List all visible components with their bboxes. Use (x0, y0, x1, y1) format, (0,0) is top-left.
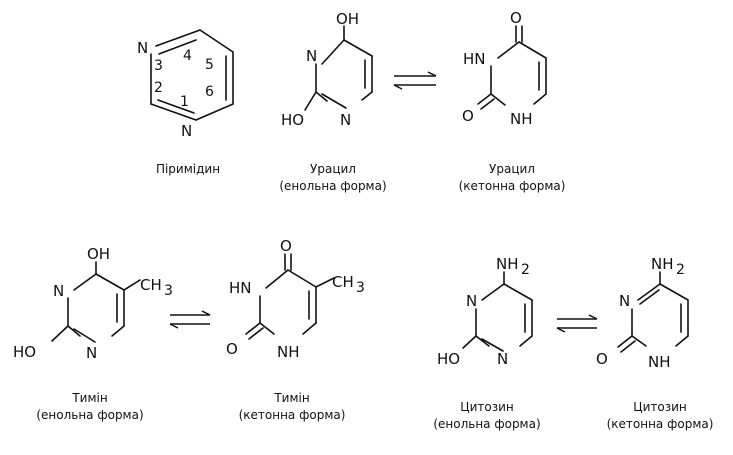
thymine-keto-o4-label: O (280, 237, 292, 255)
cytosine-keto-bonds (617, 271, 689, 353)
pyrimidine-position-4: 4 (183, 48, 192, 64)
uracil-keto-bonds (477, 25, 547, 110)
uracil-enol-oh-label: OH (336, 10, 359, 28)
cytosine-enol-caption-form: (енольна форма) (433, 417, 540, 431)
cytosine-enol-nh-subscript: 2 (521, 262, 530, 278)
cytosine-enol-ho-label: HO (437, 350, 460, 368)
pyrimidine-position-6: 6 (205, 84, 214, 100)
thymine-keto-caption-name: Тимін (273, 391, 309, 405)
pyrimidine-position-2: 2 (154, 80, 163, 96)
pyrimidine-caption: Піримідин (156, 162, 220, 176)
uracil-enol-caption-form: (енольна форма) (279, 179, 386, 193)
cytosine-enol-n3-label: N (466, 292, 477, 310)
cytosine-enol-bonds (462, 271, 533, 352)
uracil-equilibrium-arrows (393, 71, 437, 90)
uracil-enol-bonds (304, 25, 373, 111)
thymine-keto-caption-form: (кетонна форма) (239, 408, 346, 422)
thymine-enol-caption-form: (енольна форма) (36, 408, 143, 422)
cytosine-keto-nh-label: NH (651, 255, 674, 273)
uracil-keto-structure: O HN O NH Урацил (кетонна форма) (459, 9, 566, 193)
uracil-enol-n3-label: N (306, 47, 317, 65)
thymine-enol-n3-label: N (53, 282, 64, 300)
pyrimidine-position-5: 5 (205, 57, 214, 73)
thymine-enol-bonds (51, 261, 141, 343)
cytosine-keto-n3-label: N (619, 292, 630, 310)
thymine-enol-ch-subscript: 3 (164, 283, 173, 299)
thymine-enol-ch-label: CH (140, 276, 162, 294)
thymine-enol-ho-label: HO (13, 343, 36, 361)
cytosine-keto-o2-label: O (596, 350, 608, 368)
thymine-enol-structure: OH N CH 3 HO N Тимін (енольна форма) (13, 245, 173, 422)
cytosine-keto-nh1-label: NH (648, 353, 671, 371)
pyrimidine-bonds (150, 29, 234, 121)
thymine-keto-nh-label: NH (277, 343, 300, 361)
cytosine-enol-caption-name: Цитозин (460, 400, 513, 414)
cytosine-enol-structure: NH 2 N HO N Цитозин (енольна форма) (433, 255, 540, 431)
uracil-keto-caption-form: (кетонна форма) (459, 179, 566, 193)
pyrimidine-n1-label: N (181, 122, 192, 140)
uracil-enol-structure: OH N HO N Урацил (енольна форма) (279, 10, 386, 193)
thymine-keto-bonds (245, 253, 335, 340)
cytosine-keto-caption-name: Цитозин (633, 400, 686, 414)
uracil-enol-n1-label: N (340, 111, 351, 129)
thymine-keto-o2-label: O (226, 340, 238, 358)
cytosine-enol-nh-label: NH (496, 255, 519, 273)
thymine-enol-oh-label: OH (87, 245, 110, 263)
cytosine-equilibrium-arrows (556, 314, 598, 333)
uracil-keto-hn-label: HN (463, 50, 486, 68)
thymine-enol-n1-label: N (86, 344, 97, 362)
cytosine-keto-structure: NH 2 N O NH Цитозин (кетонна форма) (596, 255, 713, 431)
thymine-keto-ch-label: CH (332, 273, 354, 291)
pyrimidine-structure: N N 3 4 5 2 1 6 Піримідин (137, 29, 234, 176)
uracil-keto-nh-label: NH (510, 110, 533, 128)
cytosine-enol-n1-label: N (497, 350, 508, 368)
thymine-keto-hn-label: HN (229, 279, 252, 297)
pyrimidine-position-3: 3 (154, 58, 163, 74)
thymine-equilibrium-arrows (169, 310, 211, 329)
cytosine-keto-nh-subscript: 2 (676, 262, 685, 278)
thymine-keto-structure: O HN CH 3 O NH Тимін (кетонна форма) (226, 237, 365, 422)
thymine-keto-ch-subscript: 3 (356, 280, 365, 296)
uracil-keto-o4-label: O (510, 9, 522, 27)
uracil-enol-caption-name: Урацил (310, 162, 356, 176)
thymine-enol-caption-name: Тимін (71, 391, 107, 405)
pyrimidine-position-1: 1 (180, 94, 189, 110)
uracil-enol-ho-label: HO (281, 111, 304, 129)
uracil-keto-o2-label: O (462, 107, 474, 125)
cytosine-keto-caption-form: (кетонна форма) (607, 417, 714, 431)
uracil-keto-caption-name: Урацил (489, 162, 535, 176)
pyrimidine-n3-label: N (137, 39, 148, 57)
